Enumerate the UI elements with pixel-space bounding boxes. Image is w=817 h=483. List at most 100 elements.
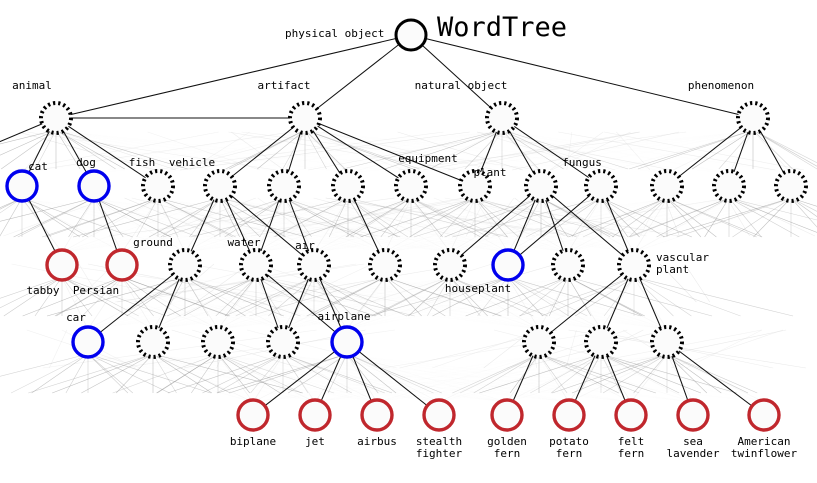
tree-edge xyxy=(633,276,741,317)
tree-edge xyxy=(304,129,414,170)
tree-node[interactable] xyxy=(712,169,746,203)
tree-node-american-twinflower[interactable] xyxy=(747,398,781,432)
tree-node-air[interactable] xyxy=(297,248,331,282)
tree-edge xyxy=(304,130,668,174)
tree-node-biplane[interactable] xyxy=(236,398,270,432)
tree-edge xyxy=(633,276,794,317)
tree-edge xyxy=(540,130,754,174)
tree-node-ground[interactable] xyxy=(168,248,202,282)
tree-node-tabby[interactable] xyxy=(45,248,79,282)
tree-edge xyxy=(604,131,805,171)
tree-edge xyxy=(61,198,285,253)
tree-edge xyxy=(55,129,125,170)
tree-edge xyxy=(384,277,540,330)
tree-edge xyxy=(259,197,285,238)
tree-edge xyxy=(432,329,540,369)
tree-edge xyxy=(152,354,508,403)
tree-node[interactable] xyxy=(584,325,618,359)
tree-edge xyxy=(501,130,668,174)
tree-node-jet[interactable] xyxy=(298,398,332,432)
tree-edge xyxy=(384,198,476,253)
tree-node-sea-lavender[interactable] xyxy=(676,398,710,432)
tree-edge xyxy=(216,353,284,394)
tree-edge xyxy=(152,354,254,403)
tree-edge xyxy=(512,131,680,171)
tree-node-vehicle[interactable] xyxy=(203,169,237,203)
tree-edge xyxy=(87,354,254,403)
tree-node[interactable] xyxy=(522,325,556,359)
tree-edge xyxy=(507,276,588,317)
tree-edge xyxy=(21,198,451,253)
tree-node-cat[interactable] xyxy=(5,169,39,203)
tree-node[interactable] xyxy=(331,169,365,203)
tree-node-artifact[interactable] xyxy=(288,101,322,135)
tree-edge xyxy=(384,198,412,253)
tree-node-felt-fern[interactable] xyxy=(614,398,648,432)
tree-edge xyxy=(666,197,763,238)
tree-edge xyxy=(170,131,319,171)
tree-node[interactable] xyxy=(774,169,808,203)
tree-node-phenomenon[interactable] xyxy=(736,101,770,135)
tree-node-fish[interactable] xyxy=(141,169,175,203)
tree-node-houseplant[interactable] xyxy=(491,248,525,282)
tree-edge xyxy=(250,197,463,237)
tree-edge xyxy=(410,34,754,119)
tree-edge xyxy=(282,277,451,330)
tree-edge xyxy=(184,277,602,330)
tree-node-airplane[interactable] xyxy=(330,325,364,359)
tree-node-golden-fern[interactable] xyxy=(490,398,524,432)
tree-edge xyxy=(565,329,577,369)
tree-edge xyxy=(55,130,476,174)
tree-node[interactable] xyxy=(551,248,585,282)
tree-edge xyxy=(479,353,602,394)
tree-edge xyxy=(452,197,602,238)
tree-node-dog[interactable] xyxy=(77,169,111,203)
tree-edge xyxy=(507,277,540,330)
tree-edge xyxy=(346,277,509,330)
tree-edge xyxy=(157,198,386,253)
tree-edge xyxy=(93,130,503,174)
tree-edge xyxy=(152,353,212,394)
tree-edge xyxy=(81,353,154,394)
tree-node[interactable] xyxy=(368,248,402,282)
tree-node[interactable] xyxy=(201,325,235,359)
tree-node-equipment[interactable] xyxy=(458,169,492,203)
tree-edge xyxy=(313,276,353,317)
tree-node-fungus[interactable] xyxy=(584,169,618,203)
tree-node-car[interactable] xyxy=(71,325,105,359)
tree-node-vascular-plant[interactable] xyxy=(617,248,651,282)
tree-node-physical-object[interactable] xyxy=(394,18,428,52)
tree-edge xyxy=(666,197,702,238)
tree-node-persian[interactable] xyxy=(105,248,139,282)
tree-node[interactable] xyxy=(394,169,428,203)
tree-edge xyxy=(567,276,592,317)
tree-node-potato-fern[interactable] xyxy=(552,398,586,432)
tree-node-natural-object[interactable] xyxy=(485,101,519,135)
tree-node[interactable] xyxy=(267,169,301,203)
tree-node[interactable] xyxy=(136,325,170,359)
tree-node[interactable] xyxy=(650,325,684,359)
tree-edge xyxy=(274,197,349,238)
tree-edge xyxy=(121,198,542,253)
tree-node-airbus[interactable] xyxy=(360,398,394,432)
tree-edge xyxy=(538,264,635,343)
tree-node[interactable] xyxy=(433,248,467,282)
tree-edge xyxy=(507,277,602,330)
tree-edge xyxy=(551,131,631,171)
tree-node-water[interactable] xyxy=(239,248,273,282)
tree-edge xyxy=(449,276,548,317)
tree-node-animal[interactable] xyxy=(39,101,73,135)
tree-edge xyxy=(36,131,291,171)
tree-edge xyxy=(242,263,467,303)
tree-node[interactable] xyxy=(266,325,300,359)
tree-node-plant[interactable] xyxy=(524,169,558,203)
tree-node-stealth-fighter[interactable] xyxy=(422,398,456,432)
tree-edge xyxy=(217,353,251,394)
tree-edge xyxy=(21,198,386,253)
tree-edge xyxy=(347,198,509,253)
tree-edge xyxy=(507,185,602,266)
tree-edge xyxy=(347,197,508,238)
tree-edge xyxy=(180,131,470,171)
tree-edge xyxy=(540,185,635,266)
tree-node[interactable] xyxy=(650,169,684,203)
